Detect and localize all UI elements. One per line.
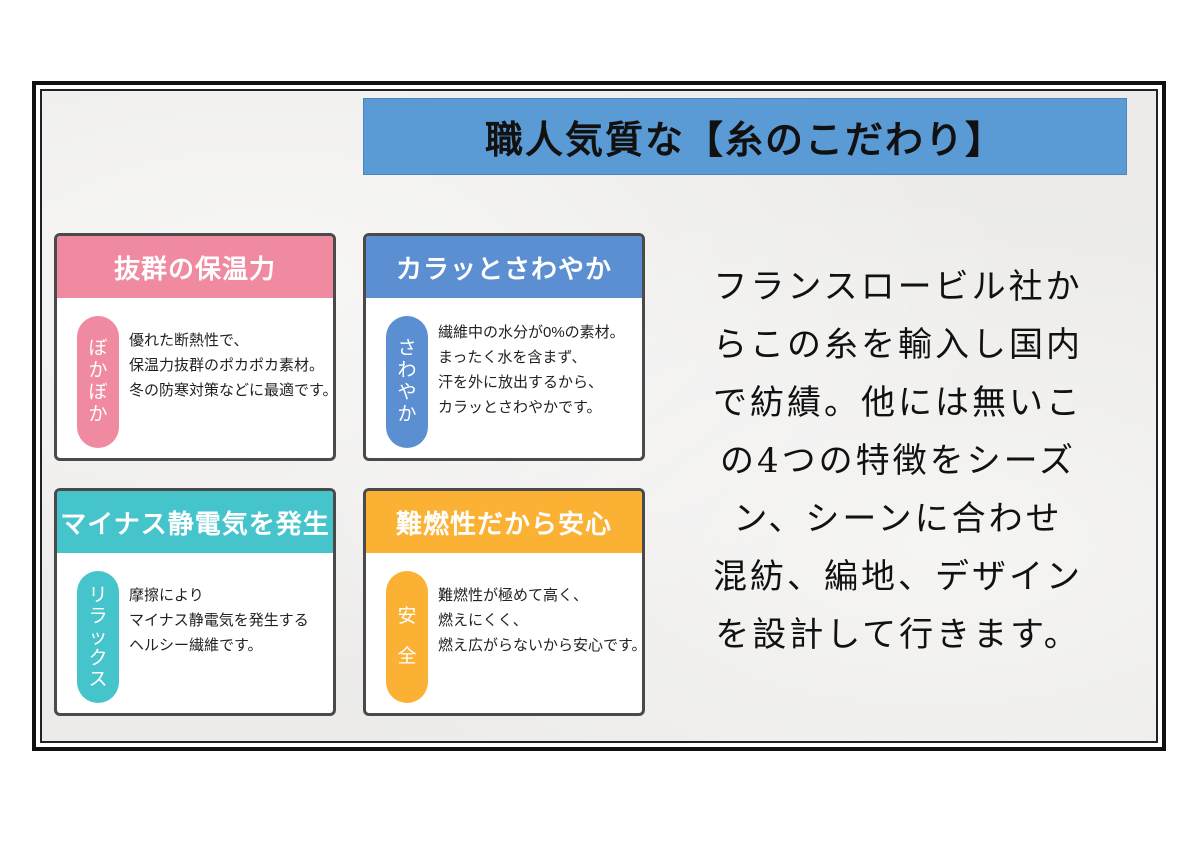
card-line: 保温力抜群のポカポカ素材。 bbox=[129, 357, 325, 374]
pill-char: ッ bbox=[88, 626, 108, 648]
card-body: 繊維中の水分が0%の素材。 まったく水を含まず、 汗を外に放出するから、 カラッ… bbox=[438, 320, 636, 420]
pill-char: か bbox=[397, 404, 417, 425]
card-line: マイナス静電気を発生する bbox=[129, 612, 309, 629]
feature-card-flame: 難燃性だから安心 安 全 難燃性が極めて高く、 燃えにくく、 燃え広がらないから… bbox=[363, 488, 645, 716]
card-line: 燃えにくく、 bbox=[438, 612, 528, 629]
card-line: カラッとさわやかです。 bbox=[438, 399, 602, 416]
card-pill-label: リ ラ ッ ク ス bbox=[77, 571, 119, 703]
card-header: 抜群の保温力 bbox=[57, 236, 333, 298]
feature-card-fresh: カラッとさわやか さ わ や か 繊維中の水分が0%の素材。 まったく水を含まず… bbox=[363, 233, 645, 461]
card-pill-label: 安 全 bbox=[386, 571, 428, 703]
card-body: 難燃性が極めて高く、 燃えにくく、 燃え広がらないから安心です。 bbox=[438, 583, 645, 658]
description-line: を設計して行きます。 bbox=[715, 615, 1081, 655]
card-line: 摩擦により bbox=[129, 587, 204, 604]
description-text: フランスロービル社か らこの糸を輸入し国内 で紡績。他には無いこ の4つの特徴を… bbox=[668, 258, 1128, 664]
card-body: 摩擦により マイナス静電気を発生する ヘルシー繊維です。 bbox=[129, 583, 327, 658]
pill-char: さ bbox=[397, 338, 417, 359]
description-line: 混紡、編地、デザイン bbox=[713, 557, 1083, 597]
card-header: カラッとさわやか bbox=[366, 236, 642, 298]
card-header: 難燃性だから安心 bbox=[366, 491, 642, 553]
card-pill-label: ぼ か ぼ か bbox=[77, 316, 119, 448]
feature-card-warmth: 抜群の保温力 ぼ か ぼ か 優れた断熱性で、 保温力抜群のポカポカ素材。 冬の… bbox=[54, 233, 336, 461]
pill-char: ぼ bbox=[88, 382, 108, 403]
card-line: 冬の防寒対策などに最適です。 bbox=[129, 382, 336, 399]
card-line: 燃え広がらないから安心です。 bbox=[438, 637, 645, 654]
pill-char: や bbox=[397, 382, 417, 403]
pill-char: 安 bbox=[397, 606, 417, 627]
pill-char: リ bbox=[88, 584, 108, 606]
card-line: 繊維中の水分が0%の素材。 bbox=[438, 324, 625, 341]
pill-char: か bbox=[88, 404, 108, 425]
card-line: 難燃性が極めて高く、 bbox=[438, 587, 589, 604]
feature-card-static: マイナス静電気を発生 リ ラ ッ ク ス 摩擦により マイナス静電気を発生する … bbox=[54, 488, 336, 716]
card-line: 汗を外に放出するから、 bbox=[438, 374, 604, 391]
description-line: で紡績。他には無いこ bbox=[713, 383, 1083, 423]
pill-char: 全 bbox=[397, 646, 417, 667]
card-pill-label: さ わ や か bbox=[386, 316, 428, 448]
card-header: マイナス静電気を発生 bbox=[57, 491, 333, 553]
pill-char: ぼ bbox=[88, 338, 108, 359]
pill-char: わ bbox=[397, 360, 417, 381]
pill-char: ス bbox=[88, 668, 108, 690]
card-line: 優れた断熱性で、 bbox=[129, 332, 249, 349]
card-line: まったく水を含まず、 bbox=[438, 349, 587, 366]
description-line: の4つの特徴をシーズ bbox=[720, 441, 1076, 481]
card-line: ヘルシー繊維です。 bbox=[129, 637, 263, 654]
card-body: 優れた断熱性で、 保温力抜群のポカポカ素材。 冬の防寒対策などに最適です。 bbox=[129, 328, 336, 403]
pill-char: ラ bbox=[88, 605, 108, 627]
description-line: ン、シーンに合わせ bbox=[733, 499, 1063, 539]
pill-char: か bbox=[88, 360, 108, 381]
description-line: フランスロービル社か bbox=[713, 267, 1083, 307]
page-title: 職人気質な【糸のこだわり】 bbox=[484, 117, 1005, 162]
title-banner: 職人気質な【糸のこだわり】 bbox=[363, 98, 1127, 175]
pill-char: ク bbox=[88, 647, 108, 669]
description-line: らこの糸を輸入し国内 bbox=[713, 325, 1083, 365]
